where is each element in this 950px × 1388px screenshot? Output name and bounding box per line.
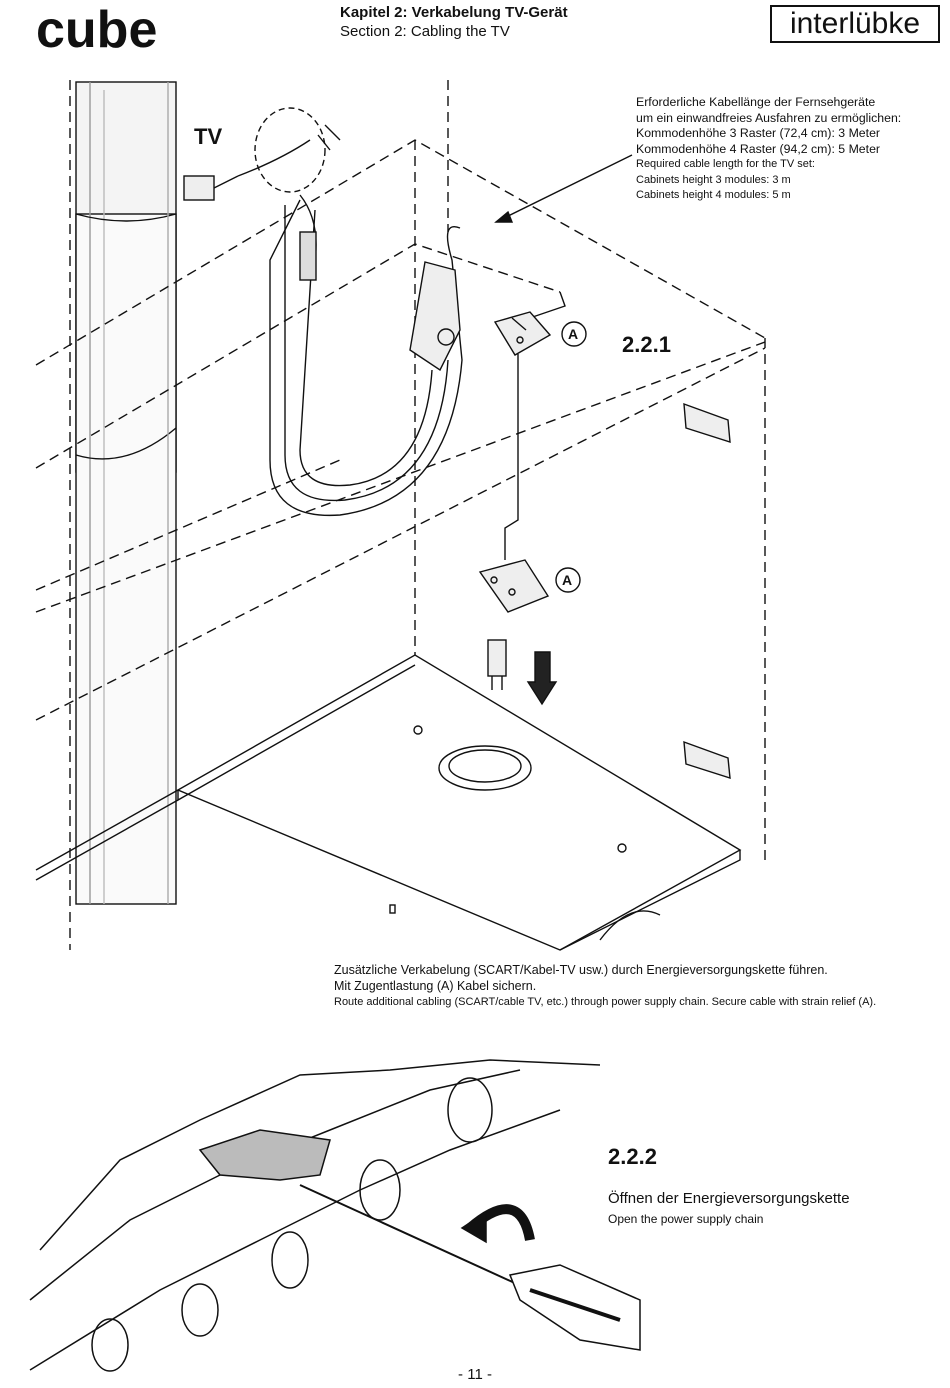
note-line-2: um ein einwandfreies Ausfahren zu ermögl…	[636, 110, 902, 125]
brand-title: cube	[36, 1, 158, 59]
cable-length-note: Erforderliche Kabellänge der Fernsehgerä…	[636, 95, 901, 204]
open-chain-title: Öffnen der Energieversorgungskette	[608, 1190, 850, 1207]
step-2-2-1-label: 2.2.1	[622, 332, 671, 357]
lift-column	[69, 80, 177, 950]
tv-label: TV	[194, 124, 223, 149]
step-2-2-2-label: 2.2.2	[608, 1144, 657, 1169]
strain-relief-bottom	[478, 559, 550, 613]
note-line-1: Erforderliche Kabellänge der Fernsehgerä…	[636, 95, 876, 109]
caption-line-1: Zusätzliche Verkabelung (SCART/Kabel-TV …	[334, 963, 828, 977]
note-line-4: Kommodenhöhe 4 Raster (94,2 cm): 5 Meter	[636, 141, 880, 156]
cabinet-bottom	[35, 654, 742, 951]
chapter-title-en: Section 2: Cabling the TV	[340, 23, 510, 40]
side-bracket-lower	[683, 740, 731, 779]
tv-power-plug	[183, 124, 341, 201]
callout-a-circle-1	[561, 321, 587, 347]
note-line-7: Cabinets height 4 modules: 5 m	[636, 189, 791, 201]
strain-relief-top	[493, 311, 552, 356]
callout-a-label-2: A	[562, 572, 573, 588]
interluebke-logo: interlübke	[770, 5, 940, 43]
note-line-6: Cabinets height 3 modules: 3 m	[636, 173, 791, 186]
page-number: - 11 -	[458, 1366, 492, 1383]
caption-line-3: Route additional cabling (SCART/cable TV…	[334, 996, 877, 1008]
callout-a-label-1: A	[568, 326, 579, 342]
mains-plug	[487, 639, 507, 690]
callout-a-circle-2	[555, 567, 581, 593]
note-line-3: Kommodenhöhe 3 Raster (72,4 cm): 3 Meter	[636, 126, 880, 140]
chain-opening-illustration	[29, 1059, 641, 1372]
caption-line-2: Mit Zugentlastung (A) Kabel sichern.	[334, 979, 537, 993]
power-supply-chain	[254, 107, 463, 517]
down-arrow-icon	[526, 651, 558, 706]
open-chain-subtitle: Open the power supply chain	[608, 1212, 764, 1226]
side-bracket-upper	[683, 402, 731, 443]
note-line-5: Required cable length for the TV set:	[636, 158, 815, 170]
chapter-title-de: Kapitel 2: Verkabelung TV-Gerät	[340, 4, 568, 21]
cabling-caption: Zusätzliche Verkabelung (SCART/Kabel-TV …	[334, 962, 876, 1010]
